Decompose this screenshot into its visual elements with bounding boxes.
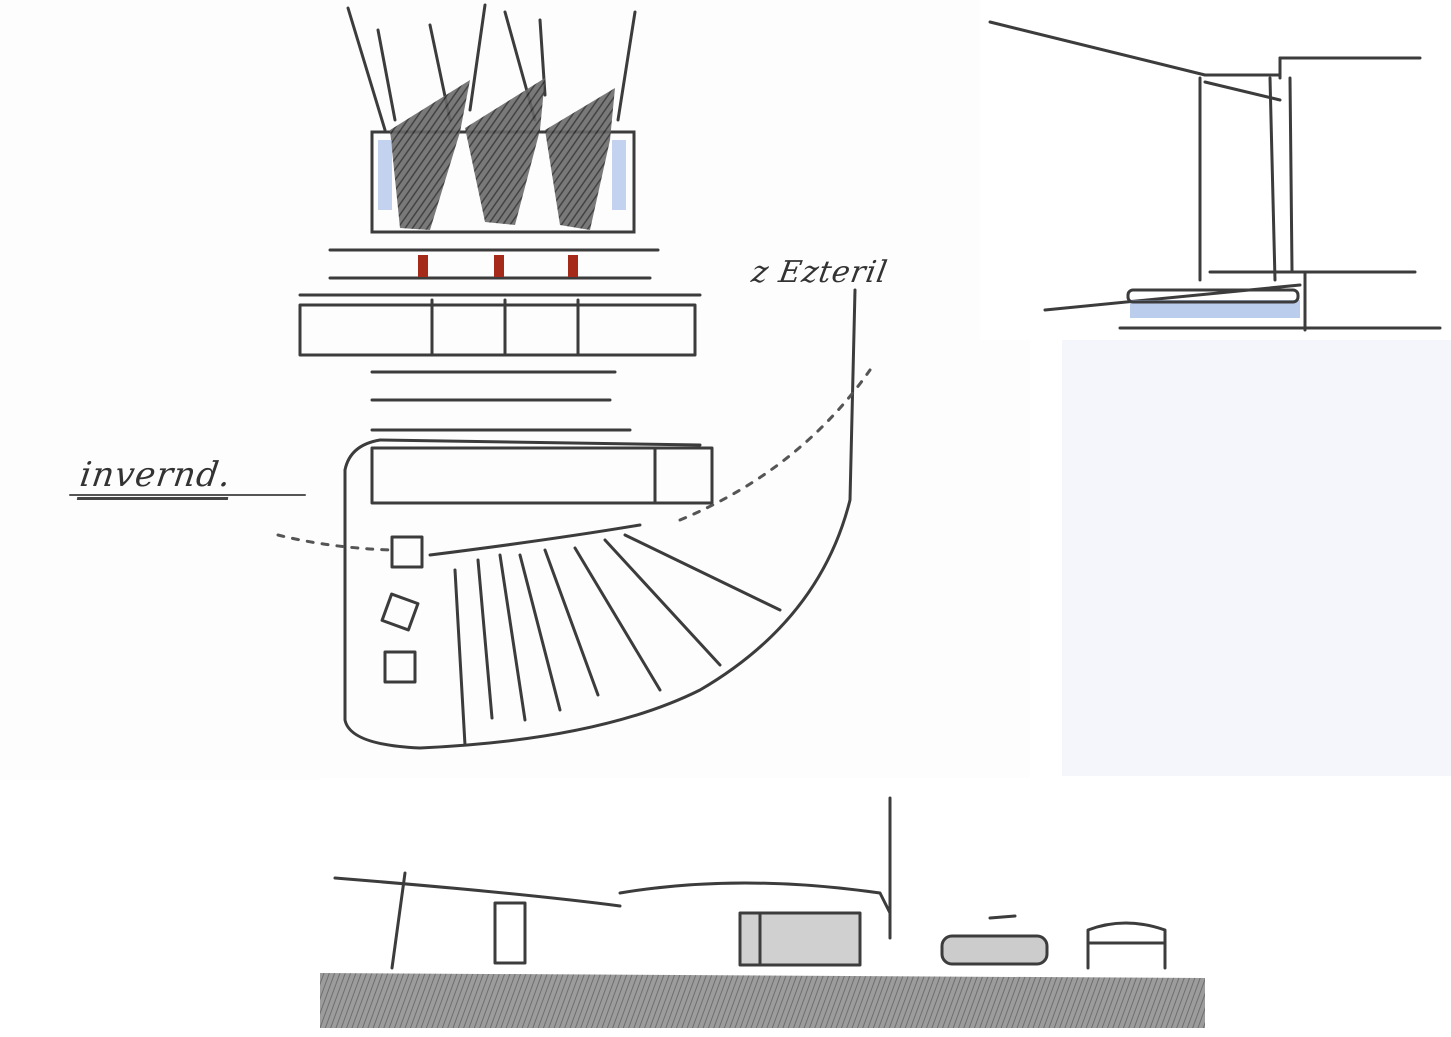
section-drawing xyxy=(988,20,1442,332)
plan-drawing xyxy=(69,3,872,750)
stacked-lines xyxy=(370,370,632,432)
red-accents xyxy=(418,255,578,277)
fan-building xyxy=(343,288,857,750)
water-strip xyxy=(1130,300,1300,318)
mast-lines xyxy=(346,3,637,132)
elevation-sketch xyxy=(320,778,1210,1037)
invernd-label: invernd. xyxy=(76,455,234,500)
leader-line-zeteril xyxy=(678,368,872,522)
sawtooth-roof xyxy=(370,78,636,234)
blank-paper-area xyxy=(1062,340,1451,776)
zeteril-label: z Ezteril xyxy=(748,255,891,290)
leader-line-invernd xyxy=(276,533,394,552)
plan-sketch: invernd. z Ezteril xyxy=(69,3,891,750)
ground-mass xyxy=(320,973,1205,1028)
roof-bands xyxy=(298,248,702,357)
section-sketch xyxy=(980,0,1451,340)
elevation-drawing xyxy=(320,796,1205,1028)
